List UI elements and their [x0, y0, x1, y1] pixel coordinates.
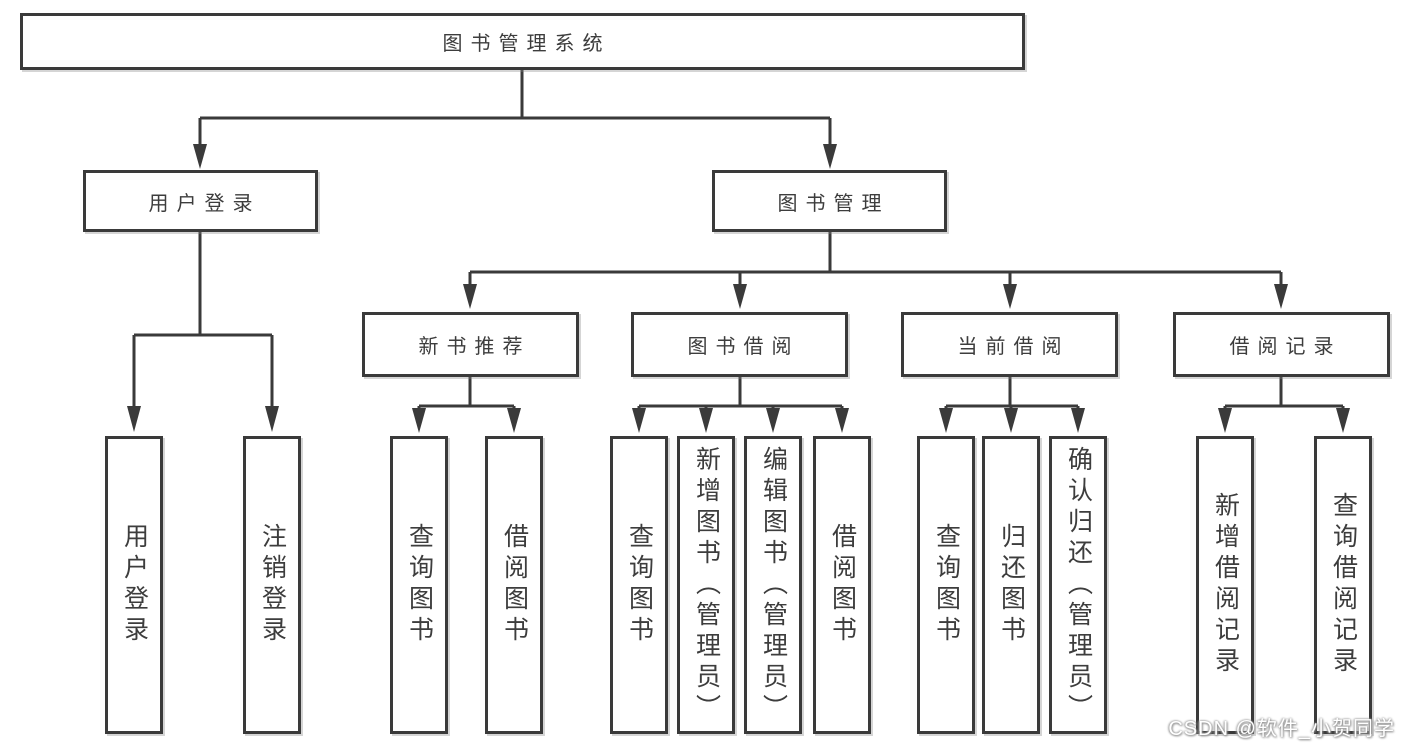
connector-borrow-records-to-leaves — [1218, 377, 1350, 433]
arrowhead-user-login-icon — [193, 144, 207, 169]
leaf-borrow-edit-book: 编辑图书（管理员） — [744, 436, 802, 734]
leaf-borrow-add-book-label: 新增图书（管理员） — [692, 445, 721, 725]
connector-line — [944, 377, 1080, 410]
node-user-login: 用户登录 — [83, 170, 318, 232]
leaf-user-login-label: 用户登录 — [120, 523, 149, 647]
arrowhead-leaf-logout-icon — [265, 406, 279, 432]
leaf-newbooks-borrow: 借阅图书 — [485, 436, 543, 734]
arrowhead-leaf-confirm-return-icon — [1071, 408, 1085, 433]
node-new-book-recommend: 新书推荐 — [362, 312, 579, 377]
leaf-current-query-label: 查询图书 — [932, 523, 961, 647]
node-library-system: 图书管理系统 — [20, 13, 1025, 70]
connector-line — [637, 377, 844, 410]
leaf-borrow-query: 查询图书 — [610, 436, 668, 734]
leaf-user-login: 用户登录 — [105, 436, 163, 734]
leaf-borrow-borrow-book-label: 借阅图书 — [828, 523, 857, 647]
arrowhead-leaf-query-record-icon — [1336, 408, 1350, 433]
arrowhead-borrow-records-icon — [1274, 284, 1288, 309]
leaf-logout-label: 注销登录 — [258, 523, 287, 647]
leaf-current-return-label: 归还图书 — [997, 523, 1026, 647]
connector-new-books-to-leaves — [412, 377, 521, 433]
leaf-borrow-add-book: 新增图书（管理员） — [677, 436, 735, 734]
arrowhead-leaf-edit-book-icon — [766, 408, 780, 433]
connector-line — [198, 70, 832, 147]
connector-line — [417, 377, 516, 410]
arrowhead-leaf-borrow-books-icon — [507, 408, 521, 433]
connector-line — [1223, 377, 1345, 410]
connector-root-to-level2 — [193, 70, 837, 169]
connector-current-borrow-to-leaves — [939, 377, 1085, 433]
arrowhead-leaf-query-books-icon — [632, 408, 646, 433]
node-book-borrow: 图书借阅 — [631, 312, 848, 377]
leaf-newbooks-borrow-label: 借阅图书 — [500, 523, 529, 647]
node-new-book-recommend-label: 新书推荐 — [418, 336, 531, 358]
connector-user-login-to-leaves — [127, 232, 279, 432]
arrowhead-leaf-query-books-icon — [939, 408, 953, 433]
leaf-records-add: 新增借阅记录 — [1196, 436, 1254, 734]
node-library-system-label: 图书管理系统 — [442, 33, 611, 55]
leaf-borrow-query-label: 查询图书 — [625, 523, 654, 647]
arrowhead-leaf-user-login-icon — [127, 406, 141, 432]
leaf-records-query-label: 查询借阅记录 — [1329, 492, 1358, 678]
leaf-current-return: 归还图书 — [982, 436, 1040, 734]
leaf-records-query: 查询借阅记录 — [1314, 436, 1372, 734]
leaf-logout: 注销登录 — [243, 436, 301, 734]
node-book-management-label: 图书管理 — [777, 192, 890, 215]
leaf-borrow-edit-book-label: 编辑图书（管理员） — [759, 445, 788, 725]
arrowhead-book-borrow-icon — [733, 284, 747, 309]
leaf-current-confirm-return-label: 确认归还（管理员） — [1064, 445, 1093, 725]
node-book-management: 图书管理 — [712, 170, 947, 232]
leaf-records-add-label: 新增借阅记录 — [1211, 492, 1240, 678]
arrowhead-book-management-icon — [823, 144, 837, 169]
csdn-watermark: CSDN @软件_小贺同学 — [1168, 718, 1395, 740]
arrowhead-new-books-icon — [463, 284, 477, 309]
connector-book-management-to-level3 — [463, 232, 1288, 309]
node-book-borrow-label: 图书借阅 — [687, 336, 800, 358]
connector-book-borrow-to-leaves — [632, 377, 849, 433]
connector-line — [132, 232, 274, 409]
node-borrow-records: 借阅记录 — [1173, 312, 1390, 377]
leaf-newbooks-query: 查询图书 — [390, 436, 448, 734]
arrowhead-leaf-add-book-icon — [699, 408, 713, 433]
arrowhead-leaf-add-record-icon — [1218, 408, 1232, 433]
leaf-current-confirm-return: 确认归还（管理员） — [1049, 436, 1107, 734]
node-current-borrow-label: 当前借阅 — [957, 336, 1070, 358]
connector-line — [468, 232, 1283, 287]
arrowhead-leaf-borrow-book-icon — [835, 408, 849, 433]
arrowhead-current-borrow-icon — [1003, 284, 1017, 309]
node-current-borrow: 当前借阅 — [901, 312, 1118, 377]
node-borrow-records-label: 借阅记录 — [1229, 336, 1342, 358]
node-user-login-label: 用户登录 — [148, 192, 261, 215]
leaf-newbooks-query-label: 查询图书 — [405, 523, 434, 647]
arrowhead-leaf-query-books-icon — [412, 408, 426, 433]
arrowhead-leaf-return-book-icon — [1004, 408, 1018, 433]
leaf-borrow-borrow-book: 借阅图书 — [813, 436, 871, 734]
leaf-current-query: 查询图书 — [917, 436, 975, 734]
